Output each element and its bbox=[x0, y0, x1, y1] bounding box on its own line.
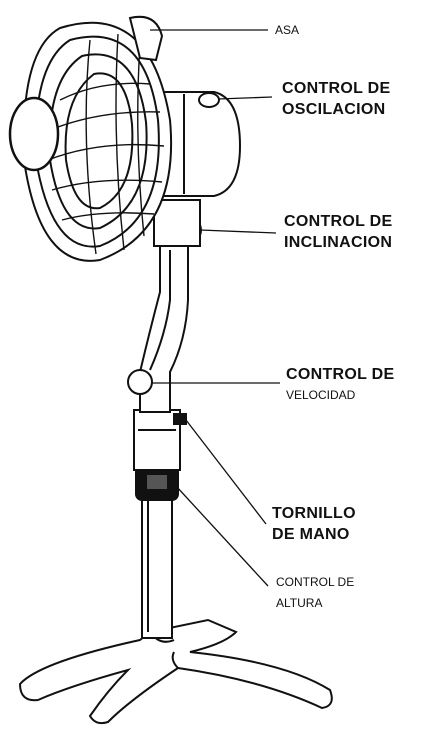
label-altura: CONTROL DE ALTURA bbox=[276, 574, 354, 612]
label-altura-line1: CONTROL DE bbox=[276, 574, 354, 591]
leader-inclinacion bbox=[200, 230, 276, 233]
label-tornillo-line1: TORNILLO bbox=[272, 503, 356, 524]
label-asa-text: ASA bbox=[275, 22, 299, 39]
oscillation-knob bbox=[199, 93, 219, 107]
label-tornillo: TORNILLO DE MANO bbox=[272, 503, 356, 545]
label-inclinacion: CONTROL DE INCLINACION bbox=[284, 211, 392, 253]
label-velocidad-line1: CONTROL DE bbox=[286, 364, 394, 385]
label-tornillo-line2: DE MANO bbox=[272, 524, 356, 545]
fan-hub bbox=[10, 98, 58, 170]
telescopic-section bbox=[134, 410, 186, 470]
label-oscilacion: CONTROL DE OSCILACION bbox=[282, 78, 390, 120]
label-oscilacion-line1: CONTROL DE bbox=[282, 78, 390, 99]
label-velocidad: CONTROL DE VELOCIDAD bbox=[286, 364, 394, 404]
label-inclinacion-line2: INCLINACION bbox=[284, 232, 392, 253]
tilt-bracket bbox=[154, 200, 200, 246]
label-oscilacion-line2: OSCILACION bbox=[282, 99, 390, 120]
leader-tornillo bbox=[186, 420, 266, 524]
label-inclinacion-line1: CONTROL DE bbox=[284, 211, 392, 232]
fan-base bbox=[20, 620, 332, 723]
label-altura-line2: ALTURA bbox=[276, 595, 354, 612]
speed-knob bbox=[128, 370, 152, 394]
height-collar bbox=[136, 466, 178, 500]
leader-altura bbox=[176, 486, 268, 586]
label-velocidad-line2: VELOCIDAD bbox=[286, 387, 394, 404]
lower-pole bbox=[142, 478, 172, 638]
label-asa: ASA bbox=[275, 22, 299, 39]
